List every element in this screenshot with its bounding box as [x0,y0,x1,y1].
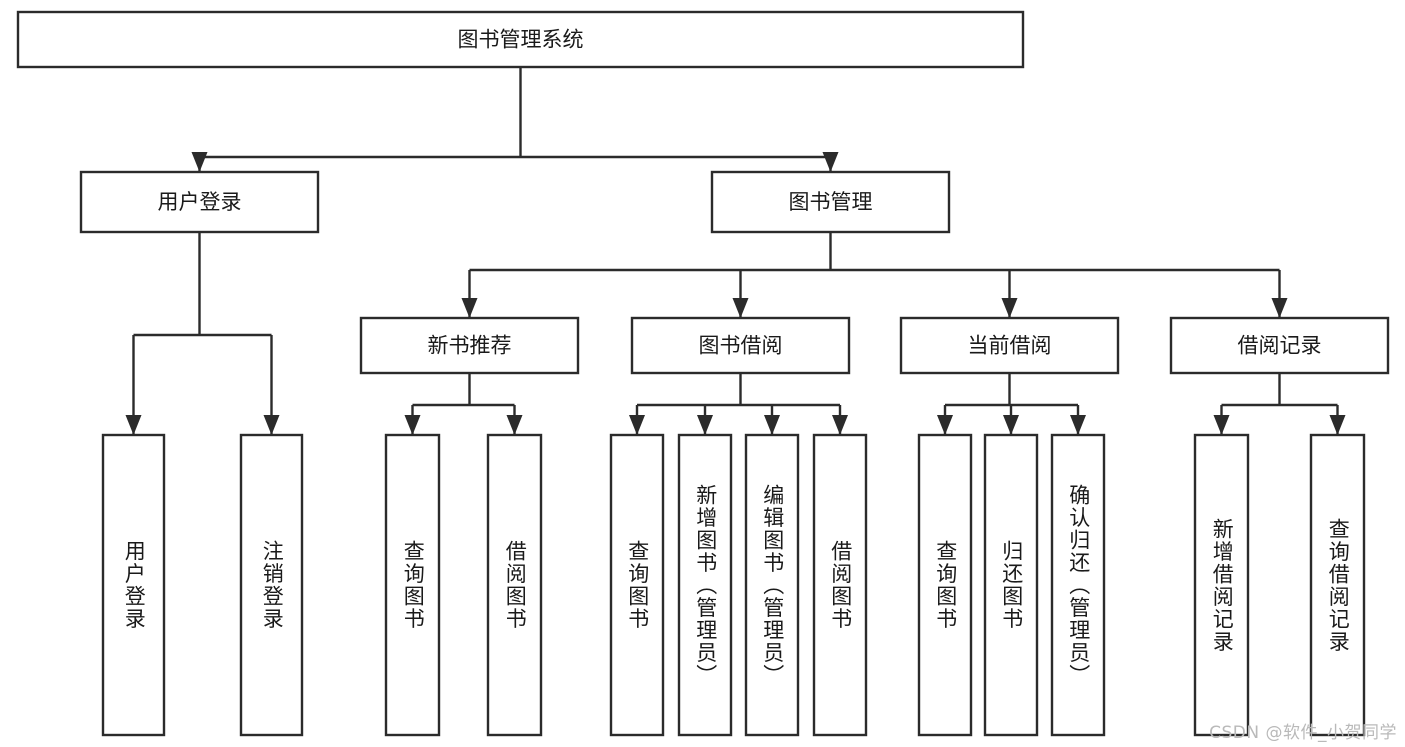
node-box-book-management[interactable] [710,170,951,234]
node-box-borrow-records[interactable] [1169,316,1390,375]
connector-layer [125,67,1346,435]
arrow-head-icon [1001,298,1018,318]
node-box-leaf-edit-book[interactable] [744,433,800,737]
arrow-head-icon [461,298,478,318]
watermark: CSDN @软件_小贺同学 [1209,723,1397,743]
arrow-head-icon [1003,415,1019,435]
arrow-head-icon [764,415,780,435]
arrow-head-icon [1329,415,1346,435]
arrow-head-icon [506,415,523,435]
arrow-head-icon [1213,415,1230,435]
node-box-leaf-query-books-3[interactable] [917,433,973,737]
node-box-leaf-query-books-2[interactable] [609,433,665,737]
arrow-head-icon [1070,415,1086,435]
node-box-layer [16,10,1390,737]
node-label-current-borrow: 当前借阅 [968,334,1052,358]
arrow-head-icon [191,152,208,172]
arrow-head-icon [832,415,848,435]
node-box-book-borrow[interactable] [630,316,851,375]
arrow-head-icon [263,415,280,435]
arrow-head-icon [937,415,953,435]
node-label-book-management: 图书管理 [789,190,873,214]
node-box-leaf-return-book[interactable] [983,433,1039,737]
arrow-head-icon [697,415,713,435]
node-box-root[interactable] [16,10,1025,69]
node-label-new-book-recommend: 新书推荐 [428,334,512,358]
node-label-borrow-records: 借阅记录 [1238,334,1322,358]
arrow-head-icon [732,298,749,318]
node-label-book-borrow: 图书借阅 [699,334,783,358]
node-box-new-book-recommend[interactable] [359,316,580,375]
node-box-leaf-add-record[interactable] [1193,433,1250,737]
node-box-leaf-query-record[interactable] [1309,433,1366,737]
arrow-head-icon [629,415,645,435]
arrow-head-icon [404,415,421,435]
node-box-current-borrow[interactable] [899,316,1120,375]
node-box-leaf-user-login[interactable] [101,433,166,737]
arrow-head-icon [822,152,839,172]
node-box-user-login[interactable] [79,170,320,234]
node-box-leaf-borrow-books-1[interactable] [486,433,543,737]
node-box-leaf-add-book[interactable] [677,433,733,737]
node-box-leaf-confirm-return[interactable] [1050,433,1106,737]
node-box-leaf-borrow-books-2[interactable] [812,433,868,737]
node-box-leaf-user-logout[interactable] [239,433,304,737]
node-box-leaf-query-books-1[interactable] [384,433,441,737]
arrow-head-icon [125,415,142,435]
arrow-head-icon [1271,298,1288,318]
node-label-root: 图书管理系统 [458,28,584,52]
node-label-user-login: 用户登录 [158,190,242,214]
